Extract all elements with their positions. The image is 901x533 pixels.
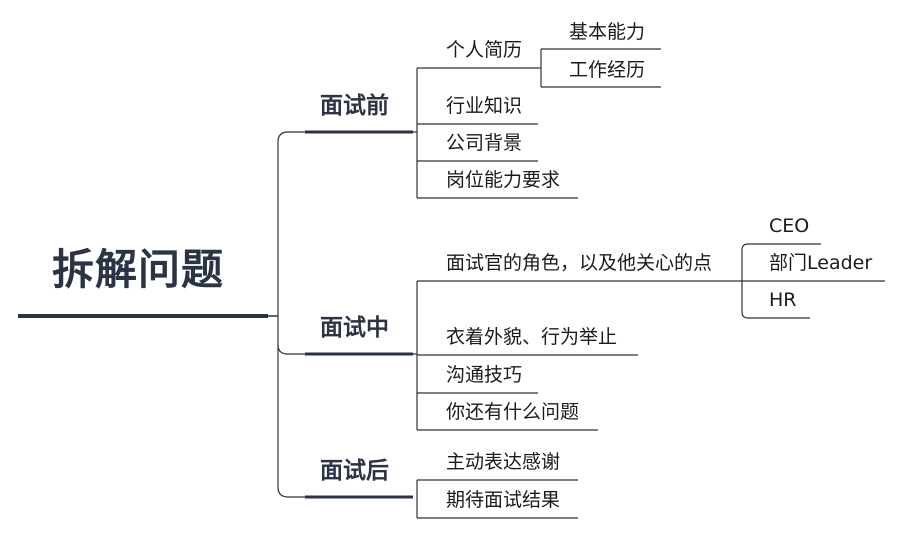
topic-communication-skills: 沟通技巧 xyxy=(446,364,523,386)
topic-express-thanks: 主动表达感谢 xyxy=(446,451,561,473)
topic-ceo: CEO xyxy=(769,215,810,237)
branch-during-interview: 面试中 xyxy=(320,315,389,341)
topic-company-background: 公司背景 xyxy=(446,132,523,154)
root-bracket xyxy=(277,131,289,498)
topic-resume: 个人简历 xyxy=(446,39,523,61)
topic-hr: HR xyxy=(769,289,797,311)
topic-work-experience: 工作经历 xyxy=(569,59,646,81)
root-bracket-mid xyxy=(277,344,289,355)
topic-interviewer-role: 面试官的角色，以及他关心的点 xyxy=(446,252,713,274)
topic-department-leader: 部门Leader xyxy=(769,252,873,274)
topic-industry-knowledge: 行业知识 xyxy=(446,95,523,117)
topic-await-results: 期待面试结果 xyxy=(446,489,561,511)
topic-job-requirements: 岗位能力要求 xyxy=(446,169,561,191)
branch-before-interview: 面试前 xyxy=(320,93,389,119)
topic-any-questions: 你还有什么问题 xyxy=(446,401,580,423)
branch-after-interview: 面试后 xyxy=(320,458,389,484)
topic-basic-ability: 基本能力 xyxy=(569,21,646,43)
root-topic: 拆解问题 xyxy=(52,245,225,294)
topic-appearance-behavior: 衣着外貌、行为举止 xyxy=(446,326,618,348)
